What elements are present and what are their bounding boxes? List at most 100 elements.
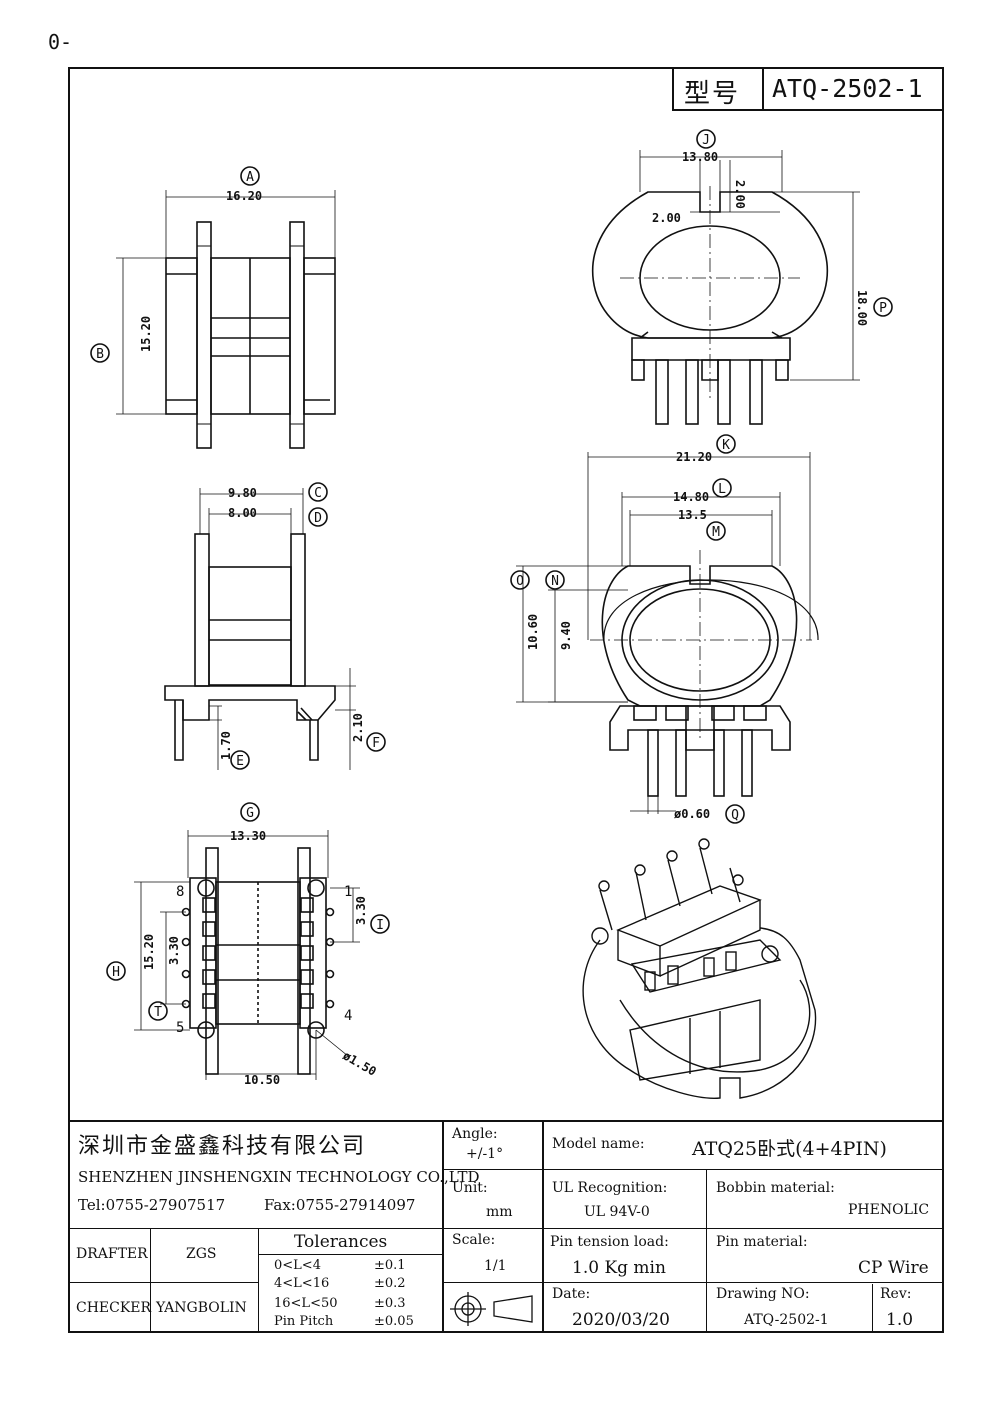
pin-4: 4 bbox=[344, 1008, 352, 1024]
company-tel: Tel:0755-27907517 bbox=[78, 1196, 226, 1214]
callout-T-label: T bbox=[154, 1005, 162, 1020]
callout-I bbox=[370, 914, 390, 934]
callout-M-label: M bbox=[712, 525, 720, 540]
isometric-view bbox=[582, 838, 817, 1099]
callout-Q-label: Q bbox=[731, 808, 739, 823]
callout-C bbox=[308, 482, 328, 502]
drawing-sheet bbox=[68, 67, 944, 1333]
callout-G-label: G bbox=[246, 806, 254, 821]
bobbin-value: PHENOLIC bbox=[848, 1202, 930, 1218]
ul-value: UL 94V-0 bbox=[584, 1204, 650, 1220]
dim-Q: ø0.60 bbox=[674, 807, 710, 821]
callout-F bbox=[366, 732, 386, 752]
callout-G2 bbox=[240, 802, 260, 822]
tol-range-2: 16<L<50 bbox=[274, 1296, 338, 1311]
side-view-middle bbox=[164, 533, 336, 761]
pin-8: 8 bbox=[176, 884, 184, 900]
callout-B-label: B bbox=[96, 347, 104, 362]
callout-L-label: L bbox=[718, 482, 726, 497]
tol-value-0: ±0.1 bbox=[374, 1258, 406, 1273]
callout-H-label: H bbox=[112, 965, 120, 980]
callout-H bbox=[106, 961, 126, 981]
callout-A-label: A bbox=[246, 170, 254, 185]
dim-hole: ø1.50 bbox=[341, 1048, 379, 1078]
model-name-value: ATQ25卧式(4+4PIN) bbox=[692, 1138, 887, 1160]
pin-tension-label: Pin tension load: bbox=[550, 1234, 669, 1250]
dim-E: 1.70 bbox=[219, 731, 233, 760]
dim-J: 13.80 bbox=[682, 150, 718, 164]
model-value: ATQ-2502-1 bbox=[772, 74, 923, 103]
dim-M: 13.5 bbox=[678, 508, 707, 522]
checker-label: CHECKER bbox=[76, 1300, 152, 1316]
side-view-top bbox=[165, 221, 336, 449]
dim-T: 3.30 bbox=[167, 936, 181, 965]
end-view-middle bbox=[601, 565, 819, 797]
callout-K bbox=[716, 434, 736, 454]
callout-O bbox=[510, 570, 530, 590]
projection-symbol-icon bbox=[450, 1292, 533, 1326]
callout-E-label: E bbox=[236, 754, 244, 769]
model-name-label: Model name: bbox=[552, 1136, 645, 1152]
model-label: 型号 bbox=[684, 79, 741, 109]
tol-value-3: ±0.05 bbox=[374, 1314, 414, 1329]
dim-O: 10.60 bbox=[526, 614, 540, 650]
drawing-no-value: ATQ-2502-1 bbox=[744, 1312, 829, 1328]
bobbin-label: Bobbin material: bbox=[716, 1180, 835, 1196]
drawing-no-label: Drawing NO: bbox=[716, 1286, 810, 1302]
callout-C-label: C bbox=[314, 486, 322, 501]
dim-A: 16.20 bbox=[226, 189, 262, 203]
tol-range-1: 4<L<16 bbox=[274, 1276, 330, 1291]
pin-1: 1 bbox=[344, 884, 352, 900]
callout-E bbox=[230, 750, 250, 770]
scale-value: 1/1 bbox=[484, 1258, 507, 1274]
callout-J bbox=[696, 129, 716, 149]
callout-I-label: I bbox=[376, 918, 384, 933]
dim-L: 14.80 bbox=[673, 490, 709, 504]
unit-label: Unit: bbox=[452, 1180, 488, 1196]
dim-J-slot-width: 2.00 bbox=[652, 211, 681, 225]
company-name-cn: 深圳市金盛鑫科技有限公司 bbox=[78, 1134, 367, 1159]
callout-T bbox=[148, 1001, 168, 1021]
title-block: 深圳市金盛鑫科技有限公司 SHENZHEN JINSHENGXIN TECHNO… bbox=[68, 1120, 944, 1333]
callout-N-label: N bbox=[551, 574, 559, 589]
callout-N bbox=[545, 570, 565, 590]
ul-label: UL Recognition: bbox=[552, 1180, 668, 1196]
rev-value: 1.0 bbox=[886, 1310, 914, 1330]
rev-label: Rev: bbox=[880, 1286, 912, 1302]
dim-F: 2.10 bbox=[351, 713, 365, 742]
callout-O-label: O bbox=[516, 574, 524, 589]
dim-N: 9.40 bbox=[559, 621, 573, 650]
callout-F-label: F bbox=[372, 736, 380, 751]
tol-value-1: ±0.2 bbox=[374, 1276, 406, 1291]
dim-G: 13.30 bbox=[230, 829, 266, 843]
callout-L bbox=[712, 478, 732, 498]
drafter-name: ZGS bbox=[186, 1246, 217, 1262]
dim-K: 21.20 bbox=[676, 450, 712, 464]
callout-B bbox=[90, 343, 110, 363]
pin-material-label: Pin material: bbox=[716, 1234, 808, 1250]
tol-range-0: 0<L<4 bbox=[274, 1258, 321, 1273]
bottom-view bbox=[181, 847, 335, 1075]
date-label: Date: bbox=[552, 1286, 591, 1302]
tolerances-title: Tolerances bbox=[294, 1232, 388, 1252]
callout-K-label: K bbox=[722, 438, 730, 453]
callout-P bbox=[873, 297, 893, 317]
callout-A bbox=[240, 166, 260, 186]
callout-M bbox=[706, 521, 726, 541]
date-value: 2020/03/20 bbox=[572, 1310, 670, 1330]
dim-J-slot-depth: 2.00 bbox=[733, 180, 747, 209]
dim-I: 3.30 bbox=[354, 896, 368, 925]
callout-J-label: J bbox=[702, 133, 710, 148]
dim-C: 9.80 bbox=[228, 486, 257, 500]
pin-5: 5 bbox=[176, 1020, 184, 1036]
tol-range-3: Pin Pitch bbox=[274, 1314, 334, 1329]
callout-D bbox=[308, 507, 328, 527]
dim-bottom-width: 10.50 bbox=[244, 1073, 280, 1087]
checker-name: YANGBOLIN bbox=[156, 1300, 247, 1316]
technical-drawing: 16.20 15.20 9.80 8.00 1.70 2.10 13.30 15… bbox=[90, 129, 893, 1099]
dim-H: 15.20 bbox=[142, 934, 156, 970]
angle-label: Angle: bbox=[452, 1126, 498, 1142]
model-box: 型号 ATQ-2502-1 bbox=[672, 67, 944, 111]
unit-value: mm bbox=[486, 1204, 513, 1220]
dim-B: 15.20 bbox=[139, 316, 153, 352]
